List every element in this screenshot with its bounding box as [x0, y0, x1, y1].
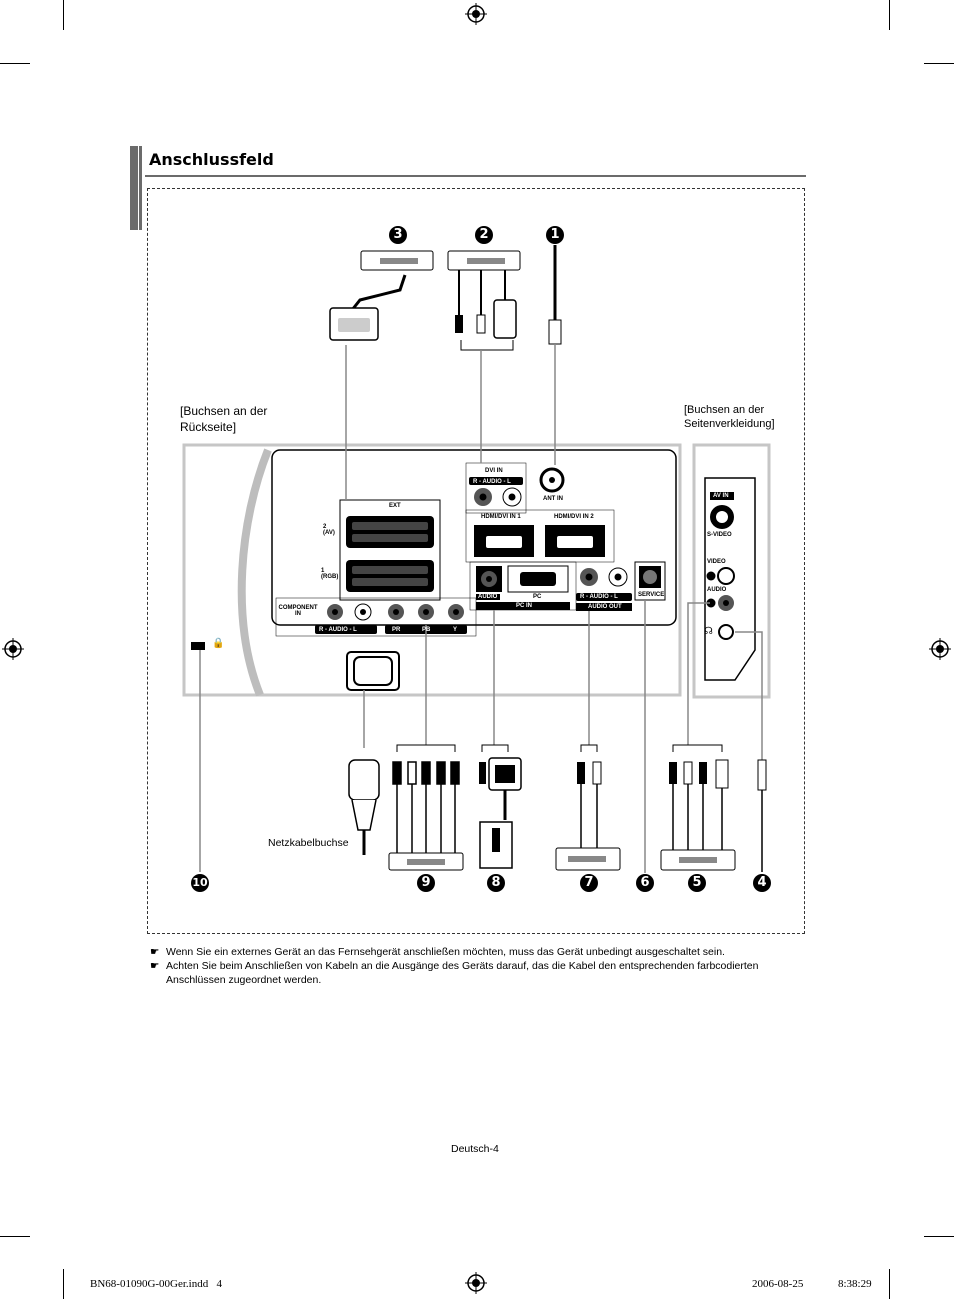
registration-mark-icon — [465, 1272, 487, 1294]
callout-4: 4 — [753, 874, 771, 892]
av-in-label: AV IN — [713, 493, 729, 499]
footer-time: 8:38:29 — [838, 1278, 872, 1290]
title-rule — [145, 175, 806, 177]
note-1-text: Wenn Sie ein externes Gerät an das Ferns… — [166, 946, 725, 958]
audio-side-label: AUDIO — [707, 587, 727, 593]
callout-3: 3 — [389, 226, 407, 244]
title-bar — [139, 146, 142, 230]
note-2-text: Achten Sie beim Anschließen von Kabeln a… — [166, 960, 759, 986]
callout-2: 2 — [475, 226, 493, 244]
callout-9: 9 — [417, 874, 435, 892]
crop-mark — [0, 1236, 30, 1237]
pc-label: PC — [533, 594, 542, 600]
rear-label: [Buchsen an der Rückseite] — [180, 404, 268, 434]
registration-mark-icon — [2, 638, 24, 660]
crop-mark — [924, 1236, 954, 1237]
note-1: ☛ Wenn Sie ein externes Gerät an das Fern… — [150, 945, 790, 959]
component-in-label: COMPONENT IN — [278, 605, 318, 617]
s-video-label: S-VIDEO — [707, 532, 732, 538]
callout-10: 10 — [191, 874, 209, 892]
lock-icon: 🔒 — [212, 638, 225, 649]
hdmi1-label: HDMI/DVI IN 1 — [481, 514, 521, 520]
ext-label: EXT — [389, 503, 401, 509]
footer-file: BN68-01090G-00Ger.indd 4 — [90, 1278, 222, 1290]
title-bar — [130, 146, 138, 230]
callout-1: 1 — [546, 226, 564, 244]
headphone-icon: ☊ — [704, 626, 713, 637]
crop-mark — [924, 63, 954, 64]
registration-mark-icon — [929, 638, 951, 660]
callout-8: 8 — [487, 874, 505, 892]
y-label: Y — [453, 627, 458, 633]
scart2-label: 2 (AV) — [323, 524, 335, 536]
audio-label: AUDIO — [478, 594, 498, 600]
pc-in-label: PC IN — [516, 603, 533, 609]
diagram-frame — [147, 188, 805, 934]
crop-mark — [889, 0, 890, 30]
registration-mark-icon — [465, 3, 487, 25]
callout-7: 7 — [580, 874, 598, 892]
video-label: VIDEO — [707, 559, 726, 565]
callout-6: 6 — [636, 874, 654, 892]
audio-out-label: AUDIO OUT — [588, 604, 622, 610]
crop-mark — [63, 1269, 64, 1299]
note-hand-icon: ☛ — [150, 960, 160, 972]
scart1-label: 1 (RGB) — [321, 568, 339, 580]
footer-date: 2006-08-25 — [752, 1278, 804, 1290]
audio-out-rl-label: R - AUDIO - L — [580, 594, 618, 600]
component-audio-label: R - AUDIO - L — [319, 627, 357, 633]
power-label: Netzkabelbuchse — [268, 837, 349, 849]
callout-5: 5 — [688, 874, 706, 892]
service-label: SERVICE — [638, 592, 665, 598]
dvi-in-label: DVI IN — [485, 468, 503, 474]
crop-mark — [889, 1269, 890, 1299]
side-label: [Buchsen an der Seitenverkleidung] — [684, 404, 775, 430]
hdmi2-label: HDMI/DVI IN 2 — [554, 514, 594, 520]
page-number: Deutsch-4 — [451, 1143, 499, 1155]
pb-label: PB — [422, 627, 431, 633]
crop-mark — [63, 0, 64, 30]
ant-in-label: ANT IN — [543, 496, 563, 502]
pr-label: PR — [392, 627, 401, 633]
note-2: ☛ Achten Sie beim Anschließen von Kabeln … — [150, 959, 806, 987]
page-title: Anschlussfeld — [149, 150, 274, 169]
dvi-audio-label: R - AUDIO - L — [473, 479, 511, 485]
note-hand-icon: ☛ — [150, 946, 160, 958]
crop-mark — [0, 63, 30, 64]
